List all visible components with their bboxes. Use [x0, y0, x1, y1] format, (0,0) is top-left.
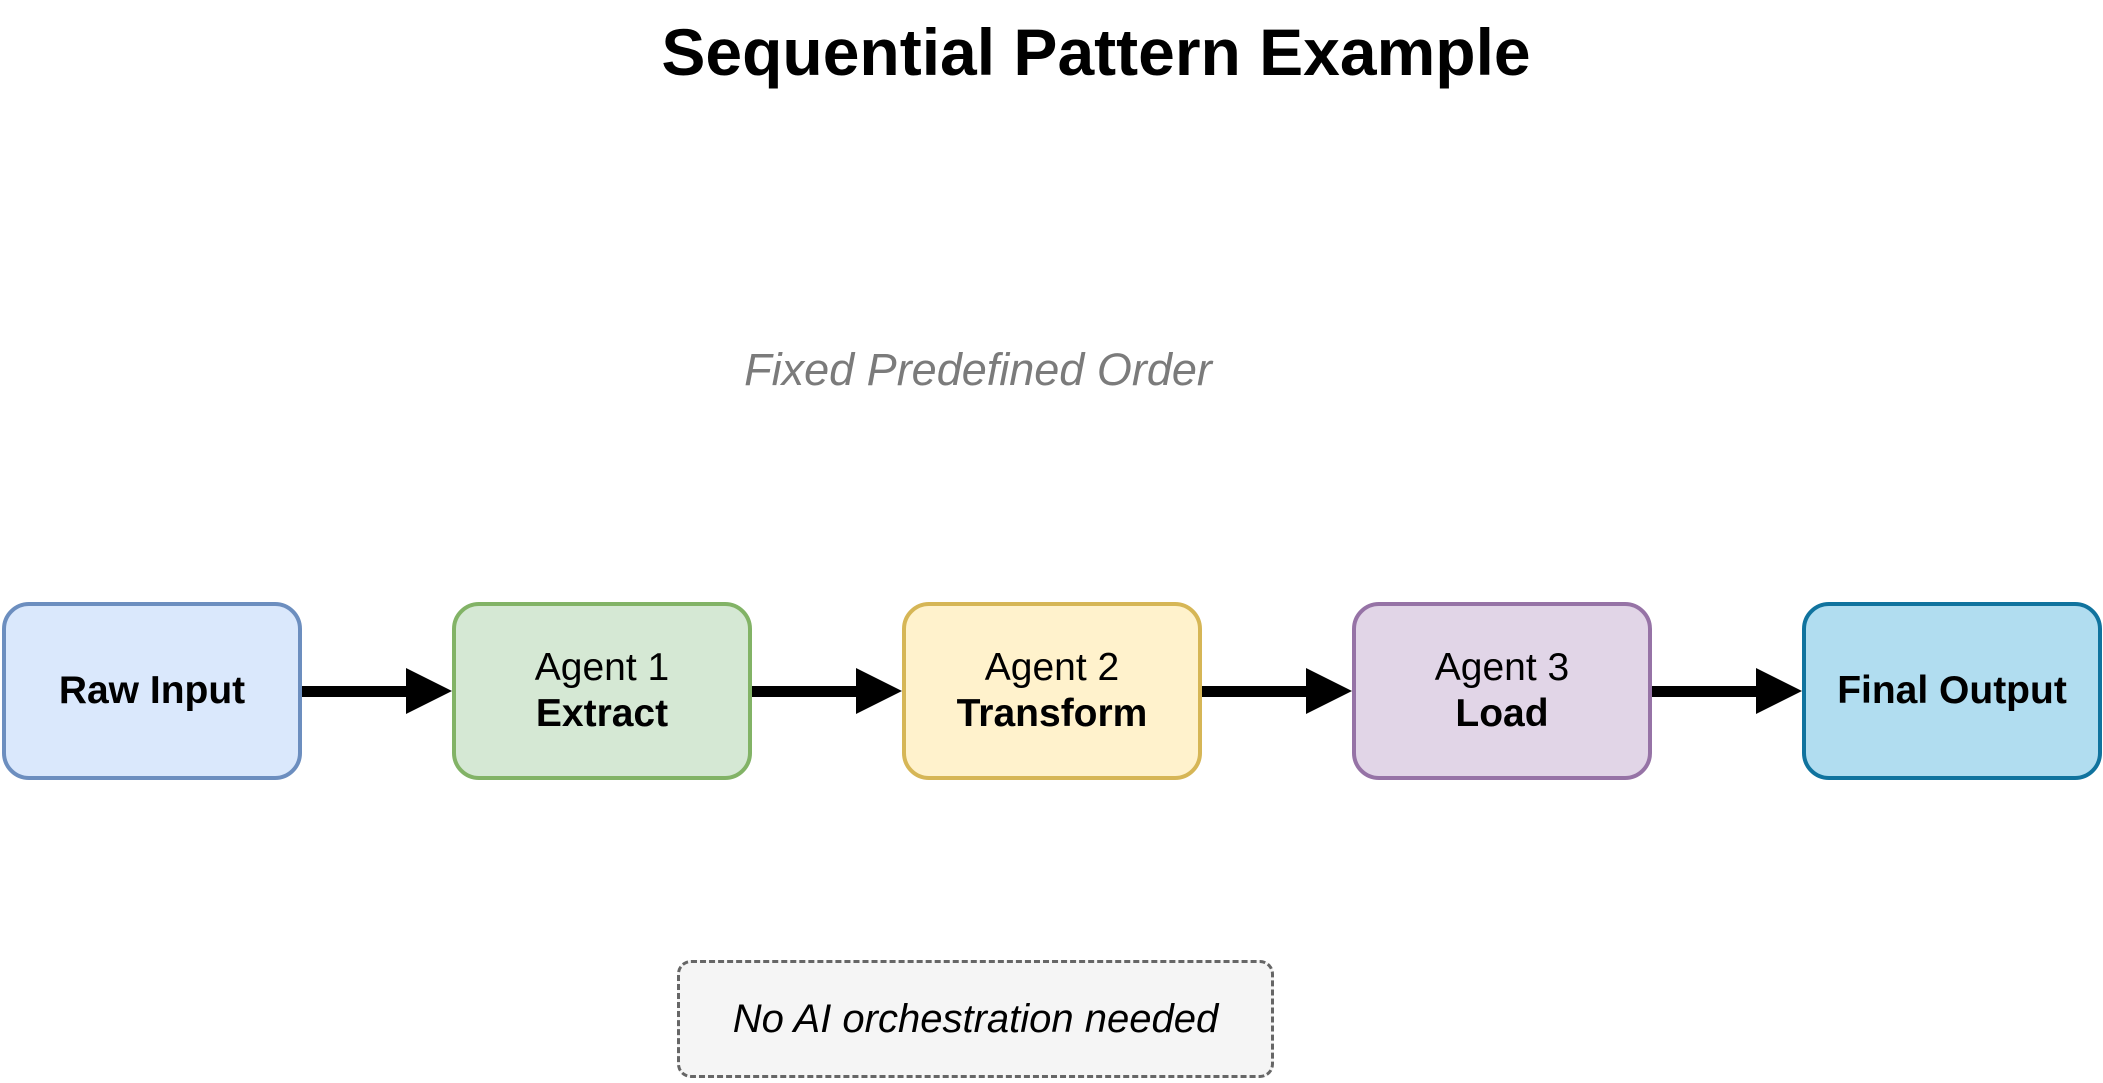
arrow-shaft	[1652, 686, 1759, 697]
flow-node-raw-input: Raw Input	[2, 602, 302, 780]
node-label-line2: Extract	[535, 692, 669, 735]
diagram-subtitle: Fixed Predefined Order	[744, 344, 1212, 395]
node-label-line1: Agent 3	[1434, 646, 1570, 689]
flow-node-agent-1: Agent 1 Extract	[452, 602, 752, 780]
flow-node-agent-3: Agent 3 Load	[1352, 602, 1652, 780]
note-box: No AI orchestration needed	[677, 960, 1274, 1078]
arrow-right-icon	[1306, 668, 1352, 714]
arrow-shaft	[752, 686, 859, 697]
flow-node-agent-2: Agent 2 Transform	[902, 602, 1202, 780]
arrow-shaft	[1202, 686, 1309, 697]
note-text: No AI orchestration needed	[732, 996, 1219, 1041]
arrow-right-icon	[406, 668, 452, 714]
node-label-line1: Agent 1	[534, 646, 670, 689]
node-label-line2: Load	[1455, 692, 1549, 735]
node-label-line2: Transform	[956, 692, 1148, 735]
arrow-right-icon	[1756, 668, 1802, 714]
diagram-title: Sequential Pattern Example	[661, 15, 1531, 89]
arrow-right-icon	[856, 668, 902, 714]
arrow-shaft	[302, 686, 409, 697]
flow-node-final-output: Final Output	[1802, 602, 2102, 780]
node-label-line1: Final Output	[1837, 669, 2067, 712]
node-label-line1: Raw Input	[58, 669, 246, 712]
node-label-line1: Agent 2	[984, 646, 1120, 689]
